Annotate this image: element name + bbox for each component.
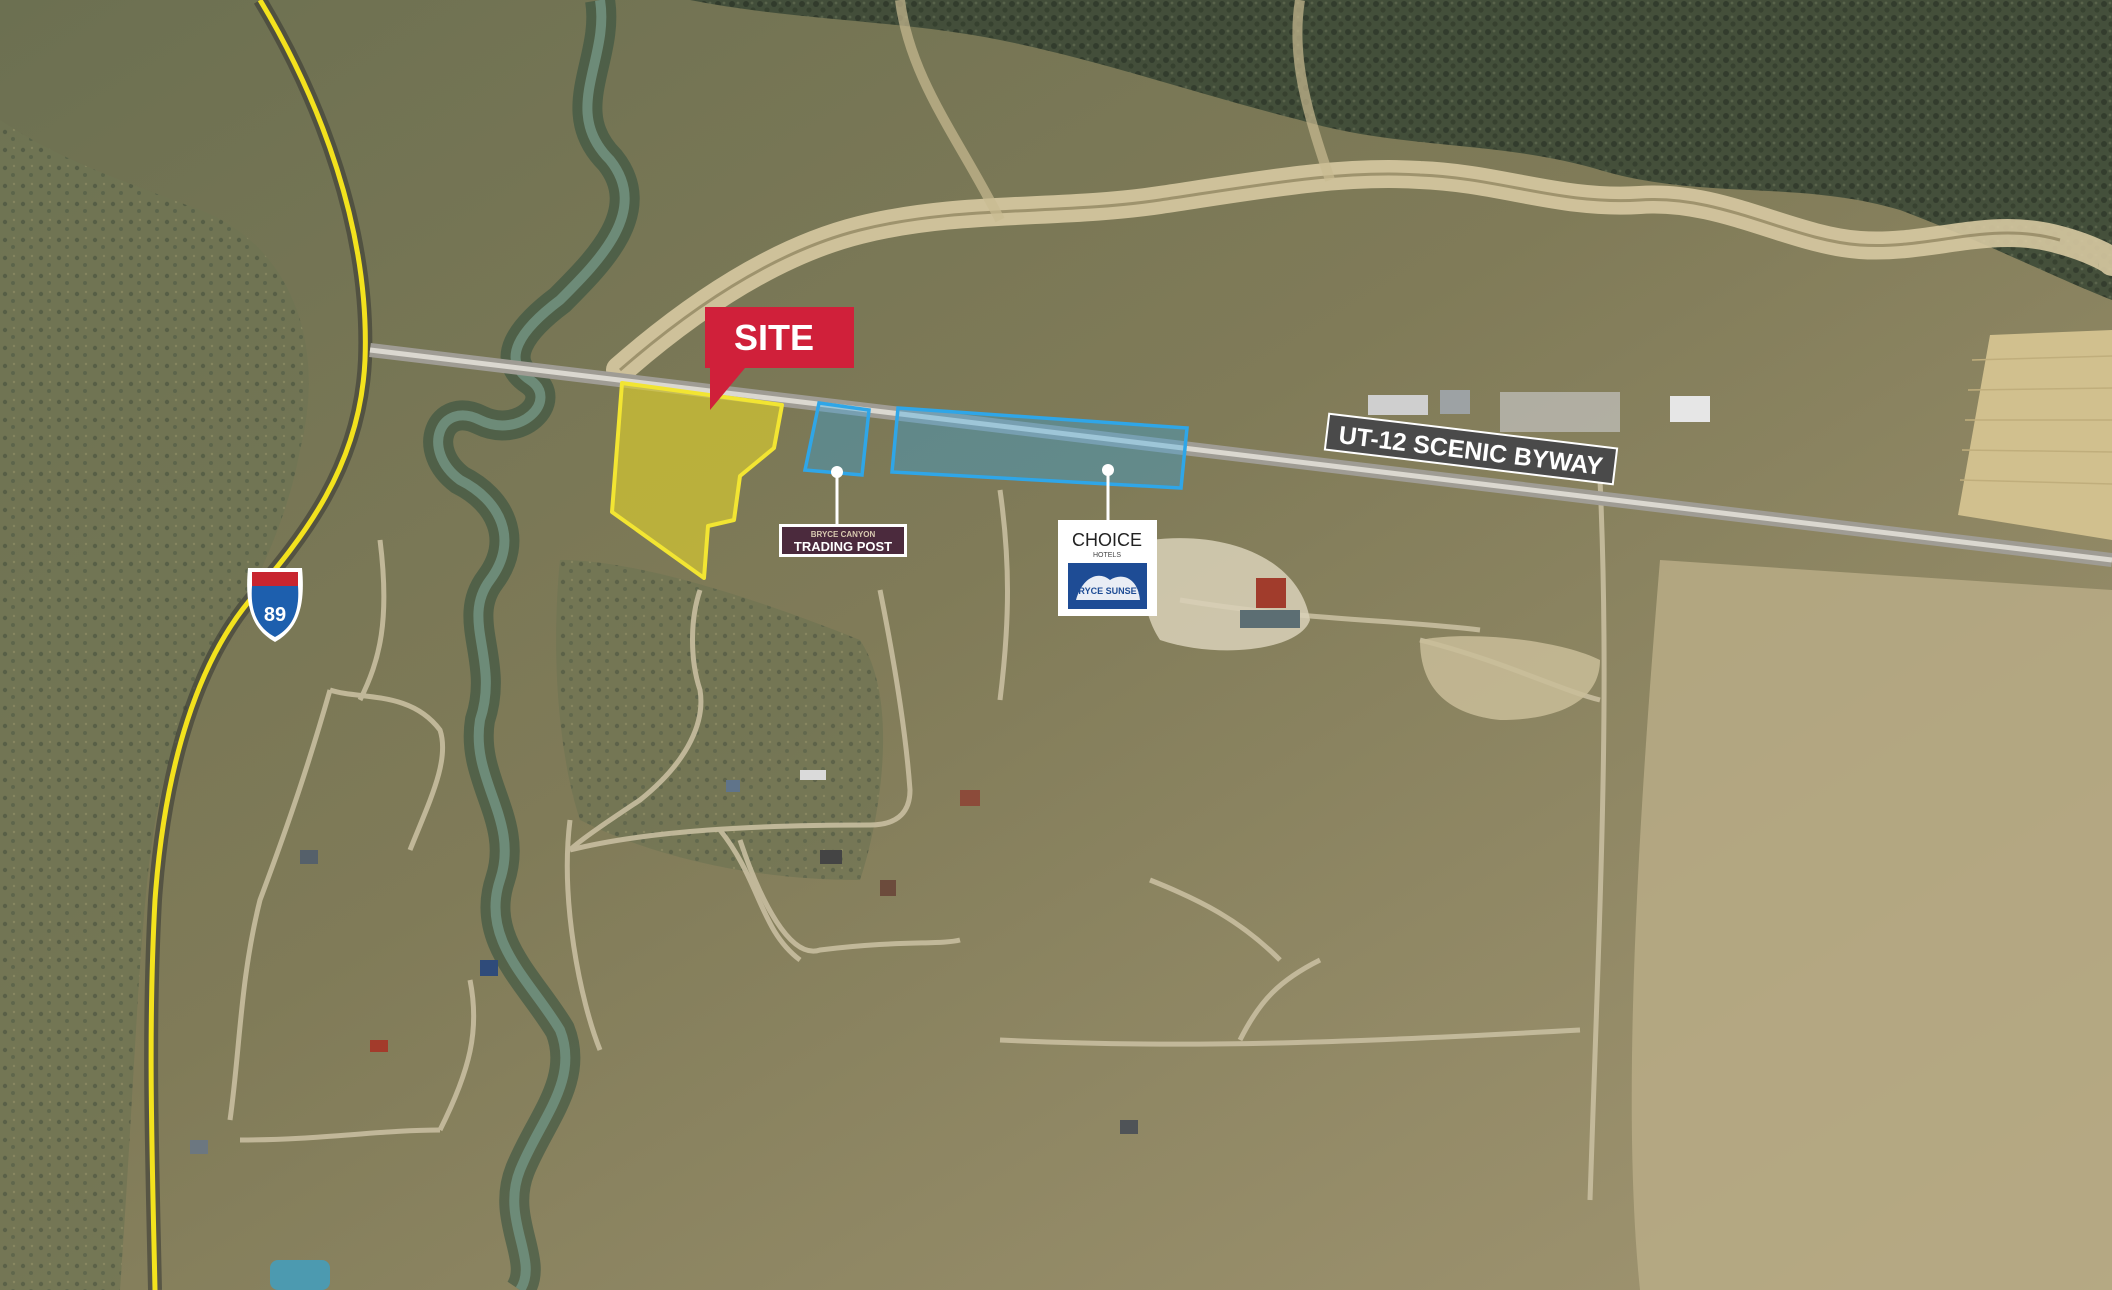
open-field-east xyxy=(1631,560,2112,1290)
road-label-box xyxy=(1323,412,1619,486)
trading-post-logo-bg xyxy=(782,527,904,554)
site-label: SITE xyxy=(734,317,814,358)
bryce-sunset-emblem-shape xyxy=(1076,575,1140,600)
gravel-lot-southeast xyxy=(1420,636,1600,720)
dry-wash-channel xyxy=(619,172,2061,372)
trading-post-logo[interactable]: BRYCE CANYON TRADING POST xyxy=(779,524,907,557)
interstate-shield: 89 xyxy=(247,568,303,642)
shield-bottom-blue xyxy=(251,586,299,637)
trading-post-connector-dot xyxy=(831,466,843,478)
farm-field xyxy=(1958,330,2112,540)
choice-sub: HOTELS xyxy=(1093,552,1121,559)
trading-post-line1: BRYCE CANYON xyxy=(811,530,876,539)
buildings xyxy=(190,390,1710,1154)
farm-field-rows xyxy=(1959,355,2112,485)
pond xyxy=(270,1260,330,1290)
interstate-number: 89 xyxy=(264,604,286,626)
site-parcel[interactable] xyxy=(610,381,784,580)
scrubland-west xyxy=(0,120,309,1290)
site-callout-flag xyxy=(705,307,854,410)
site-callout[interactable]: SITE xyxy=(705,307,854,410)
forested-hills xyxy=(690,0,2112,300)
choice-connector-dot xyxy=(1102,464,1114,476)
wash-tributaries xyxy=(895,0,1335,223)
bryce-sunset-emblem-text: BRYCE SUNSET xyxy=(1072,586,1143,596)
ut12-highway xyxy=(369,347,2112,563)
choice-brand: CHOICE xyxy=(1072,530,1142,550)
river xyxy=(433,0,630,1290)
trading-post-line2: TRADING POST xyxy=(794,539,892,554)
trading-post-parcel[interactable] xyxy=(802,401,871,477)
shield-top-red xyxy=(252,572,298,586)
choice-hotels-logo[interactable]: CHOICE HOTELS BRYCE SUNSET xyxy=(1058,520,1157,616)
